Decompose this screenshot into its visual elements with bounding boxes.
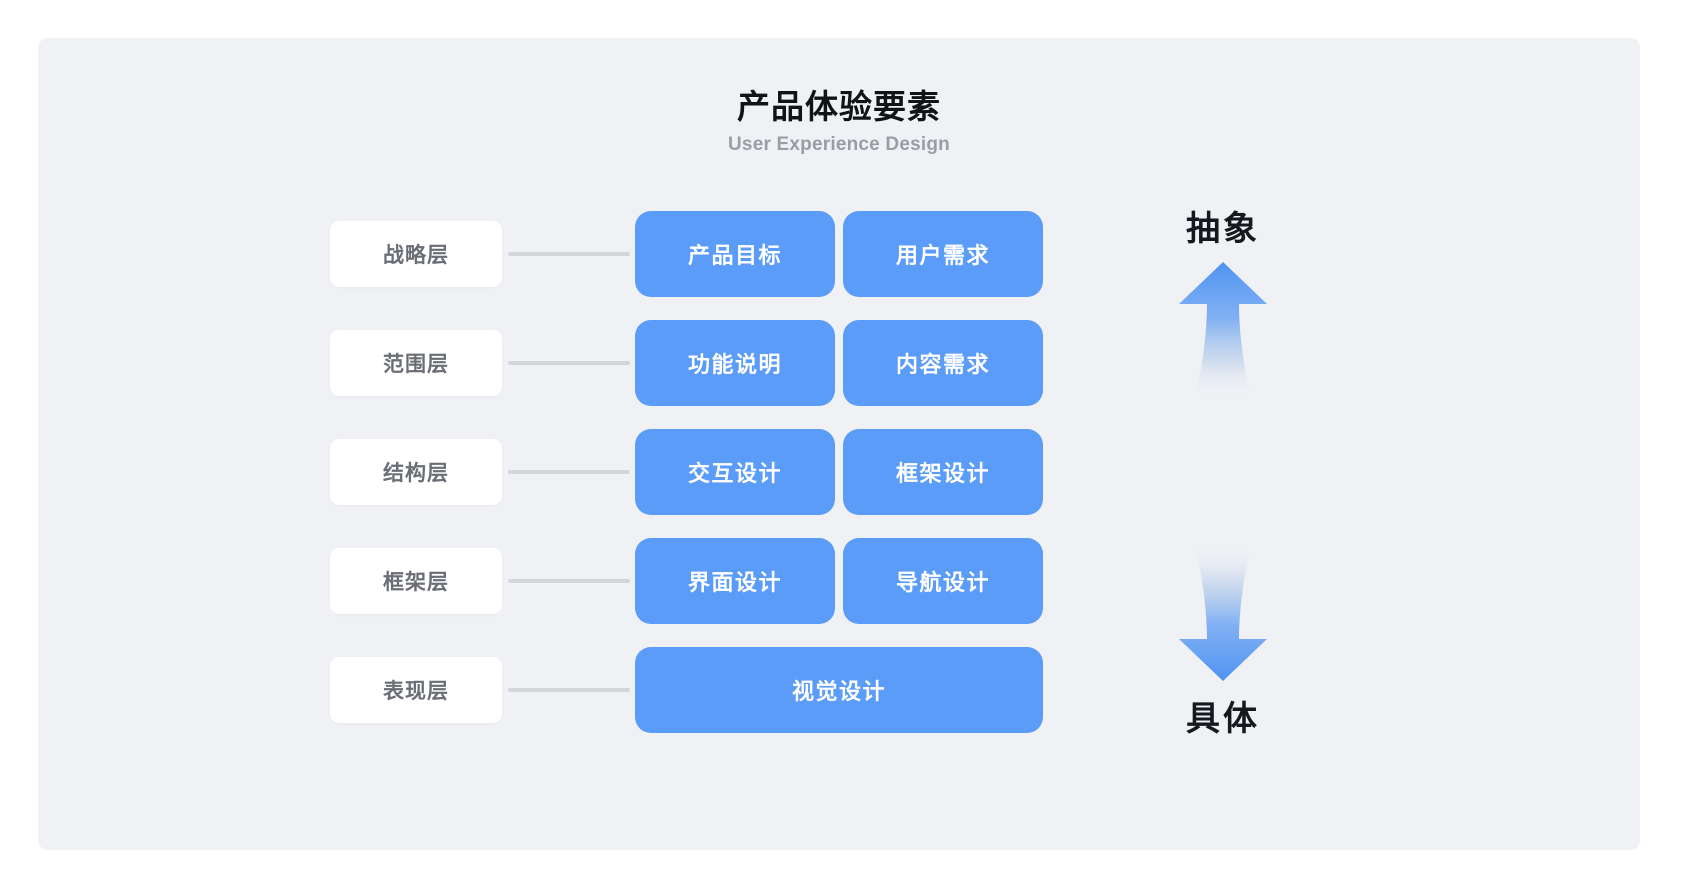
connector-line: [508, 252, 630, 256]
layer-label-scope[interactable]: 范围层: [330, 330, 502, 396]
cell-interaction-design[interactable]: 交互设计: [635, 429, 835, 515]
connector-line: [508, 579, 630, 583]
cell-information-architecture[interactable]: 框架设计: [843, 429, 1043, 515]
layer-label-strategy[interactable]: 战略层: [330, 221, 502, 287]
connector-line: [508, 361, 630, 365]
layer-label-skeleton[interactable]: 框架层: [330, 548, 502, 614]
cell-functional-spec[interactable]: 功能说明: [635, 320, 835, 406]
page-subtitle: User Experience Design: [728, 134, 950, 156]
axis-label-concrete: 具体: [1186, 700, 1260, 738]
layer-label-structure[interactable]: 结构层: [330, 439, 502, 505]
layers-diagram: 战略层 产品目标 用户需求 范围层 功能说明 内容需求 结构层 交互设计 框架设…: [38, 38, 1640, 850]
connector-line: [508, 470, 630, 474]
cell-interface-design[interactable]: 界面设计: [635, 538, 835, 624]
connector-line: [508, 688, 630, 692]
cell-product-goal[interactable]: 产品目标: [635, 211, 835, 297]
layer-label-surface[interactable]: 表现层: [330, 657, 502, 723]
arrow-up-icon: [1177, 260, 1269, 405]
cell-navigation-design[interactable]: 导航设计: [843, 538, 1043, 624]
header: 产品体验要素 User Experience Design: [38, 86, 1640, 156]
cell-visual-design[interactable]: 视觉设计: [635, 647, 1043, 733]
cell-content-requirements[interactable]: 内容需求: [843, 320, 1043, 406]
diagram-panel: 产品体验要素 User Experience Design 战略层 产品目标 用…: [38, 38, 1640, 850]
axis-label-abstract: 抽象: [1186, 210, 1260, 248]
cell-user-needs[interactable]: 用户需求: [843, 211, 1043, 297]
abstraction-axis: 抽象: [1113, 188, 1333, 758]
arrow-down-icon: [1177, 543, 1269, 688]
page-title: 产品体验要素: [737, 88, 941, 125]
